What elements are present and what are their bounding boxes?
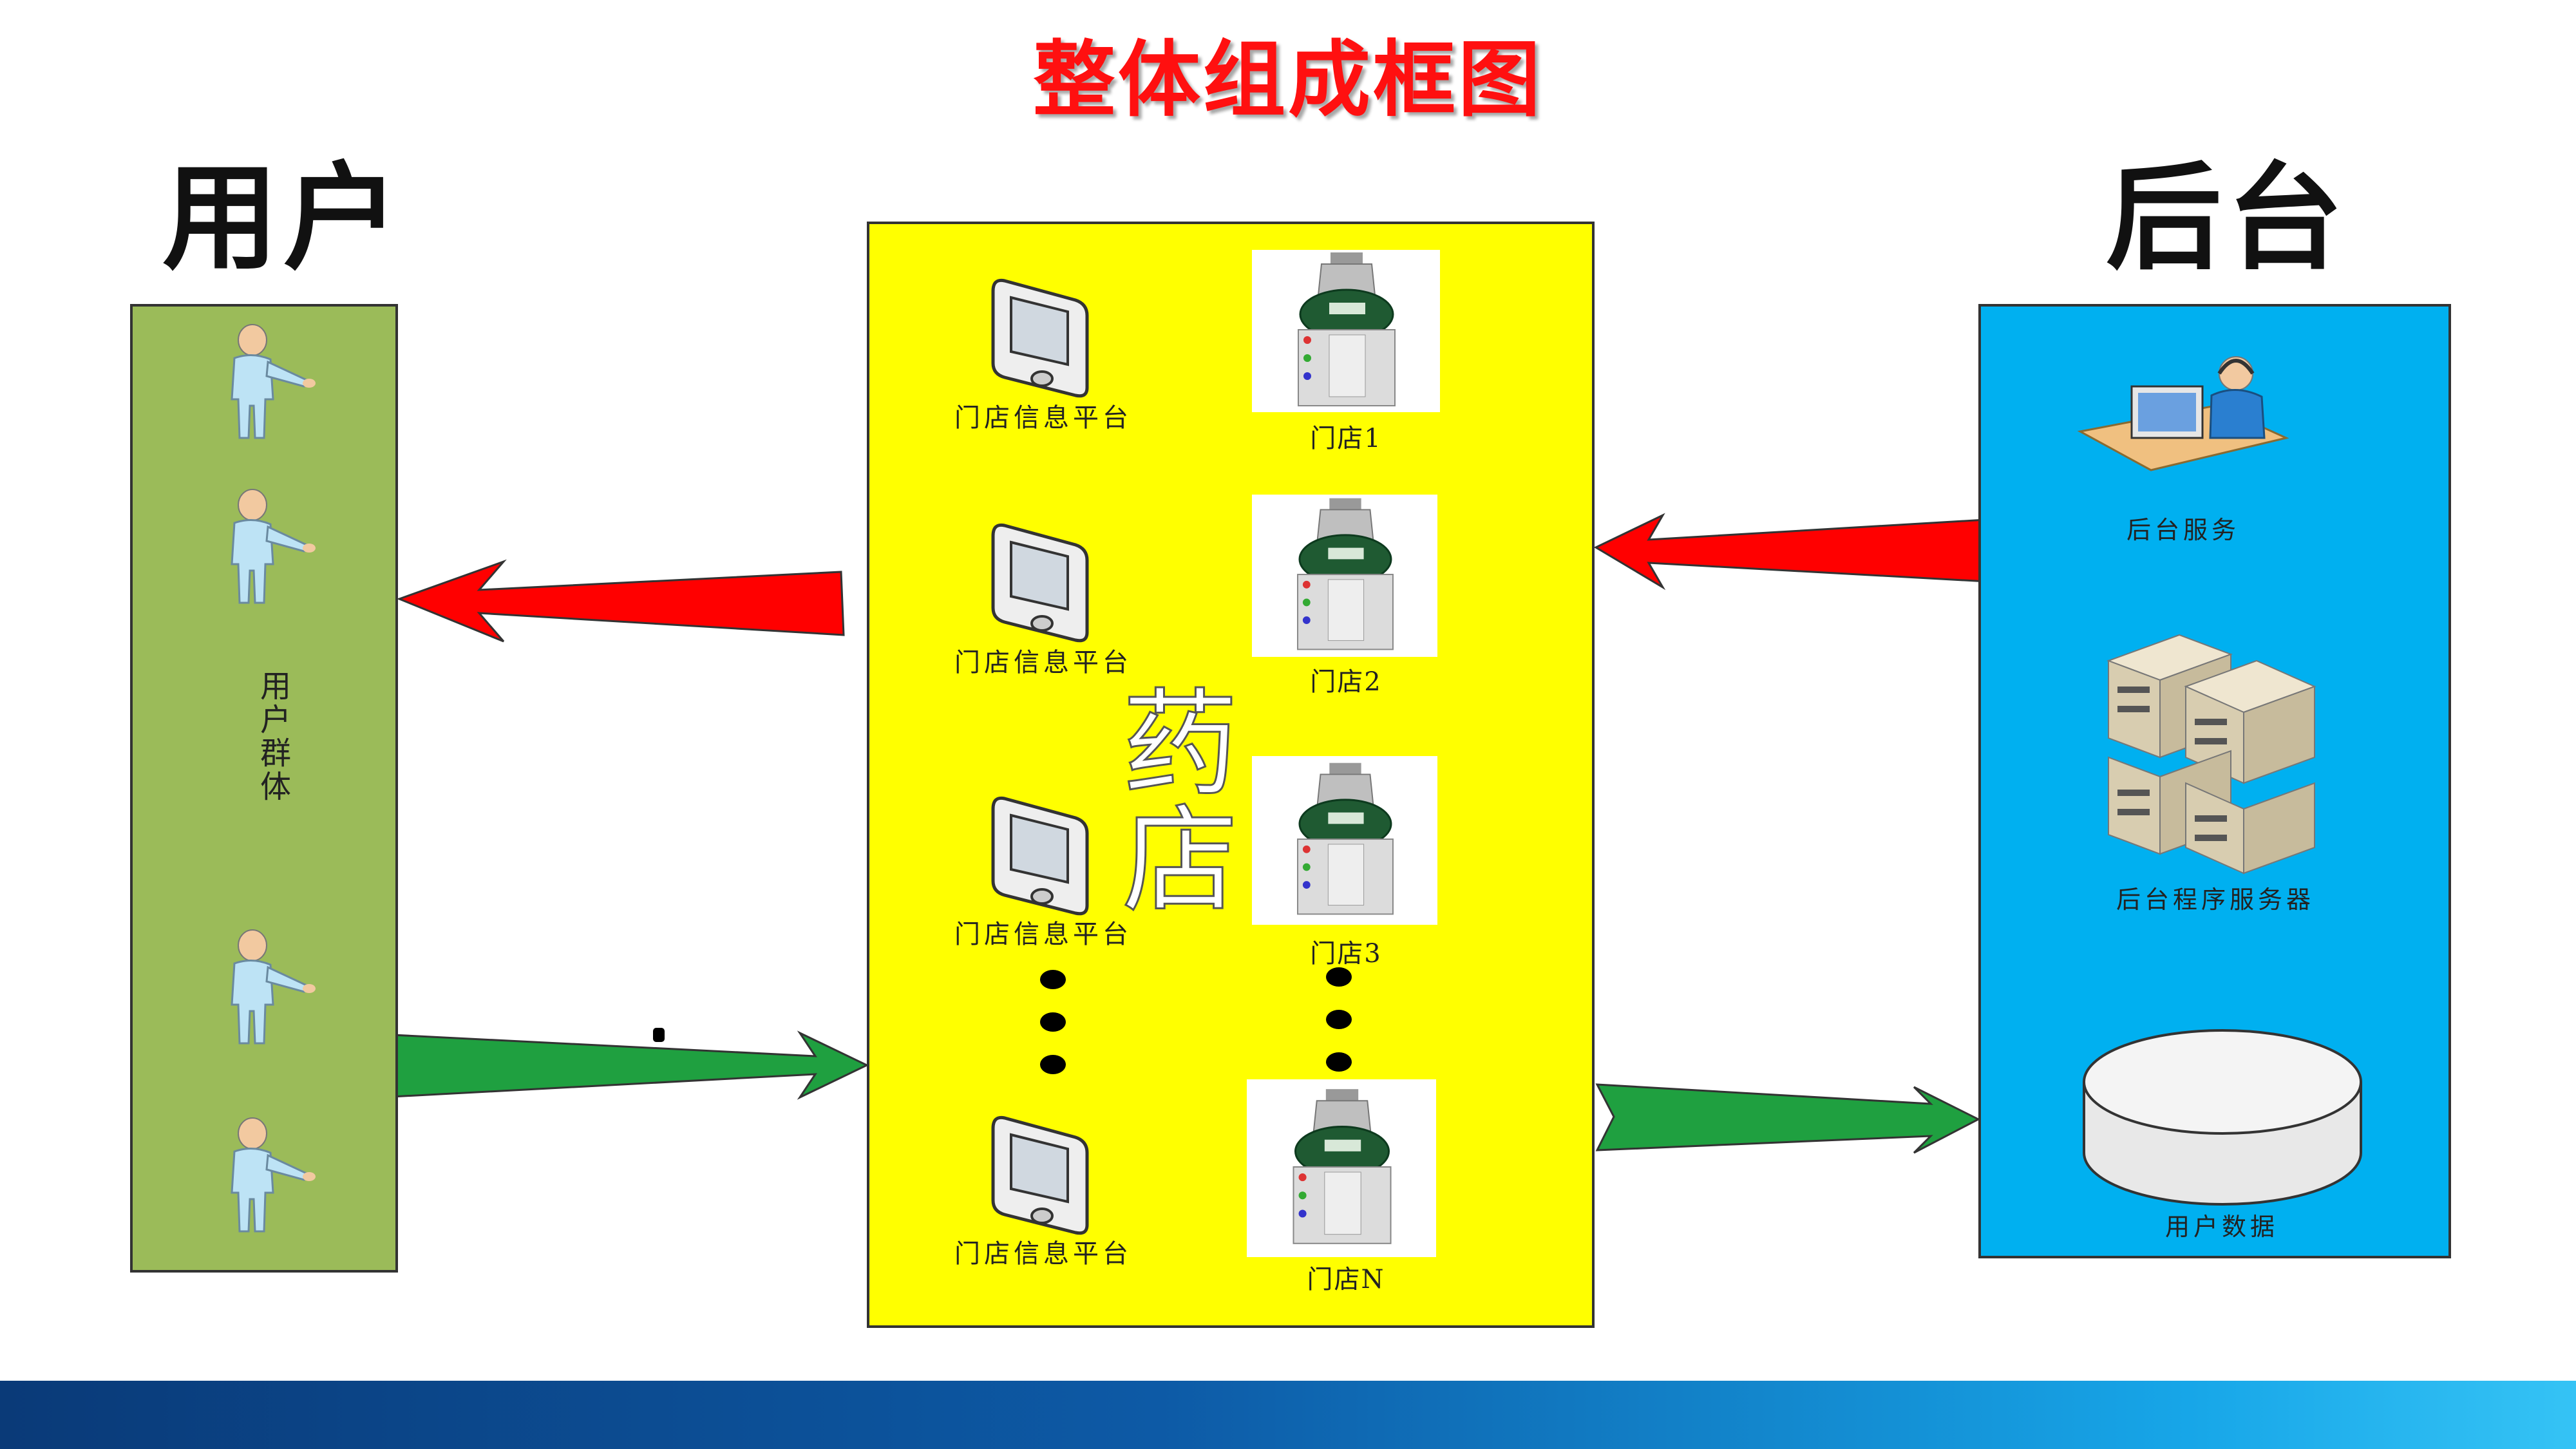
operator-desk-icon (2077, 356, 2289, 471)
backend-column-title: 后台 (2106, 151, 2349, 286)
person-icon (231, 324, 316, 439)
pharmacy-panel (867, 222, 1595, 1328)
store-machine-1 (1252, 250, 1440, 412)
store-label: 门店3 (1310, 939, 1382, 969)
store-label: 门店2 (1310, 667, 1382, 697)
backend-item-label: 后台服务 (2126, 516, 2240, 544)
store-machine-2 (1252, 495, 1437, 657)
platform-label: 门店信息平台 (954, 648, 1132, 677)
tablet-icon (991, 523, 1089, 643)
medicine-machine-icon (1293, 1089, 1392, 1244)
arrow-pharmacy-to-users (396, 559, 845, 643)
arrow-users-to-pharmacy (378, 1030, 869, 1100)
ellipsis-dots (1323, 967, 1355, 1095)
stray-dot (653, 1028, 665, 1042)
store-machine-3 (1252, 756, 1437, 925)
backend-item-label: 后台程序服务器 (2116, 886, 2315, 914)
platform-label: 门店信息平台 (954, 920, 1132, 949)
backend-item-label: 用户数据 (2164, 1213, 2278, 1241)
medicine-machine-icon (1298, 252, 1396, 406)
arrow-pharmacy-to-backend (1595, 1083, 1981, 1154)
medicine-machine-icon (1297, 762, 1394, 915)
medicine-machine-icon (1297, 498, 1394, 650)
store-machine-n (1247, 1079, 1436, 1257)
person-icon (231, 1117, 316, 1233)
arrow-backend-to-pharmacy (1593, 513, 2000, 591)
platform-label: 门店信息平台 (954, 1239, 1132, 1269)
page-title: 整体组成框图 (1032, 32, 1543, 128)
pharmacy-label: 药店 (1101, 682, 1238, 916)
store-label: 门店1 (1310, 424, 1382, 453)
person-icon (231, 929, 316, 1045)
tablet-icon (991, 796, 1089, 916)
user-group-label: 用户群体 (254, 670, 290, 804)
store-label: 门店N (1307, 1265, 1385, 1294)
person-icon (231, 489, 316, 604)
tablet-icon (991, 1115, 1089, 1235)
server-cluster-icon (2107, 634, 2316, 875)
tablet-icon (991, 278, 1089, 398)
ellipsis-dots (1037, 970, 1069, 1097)
users-column-title: 用户 (162, 151, 405, 286)
footer-bar (0, 1381, 2576, 1449)
database-icon (2083, 1029, 2362, 1206)
platform-label: 门店信息平台 (954, 403, 1132, 433)
users-panel (130, 304, 398, 1273)
